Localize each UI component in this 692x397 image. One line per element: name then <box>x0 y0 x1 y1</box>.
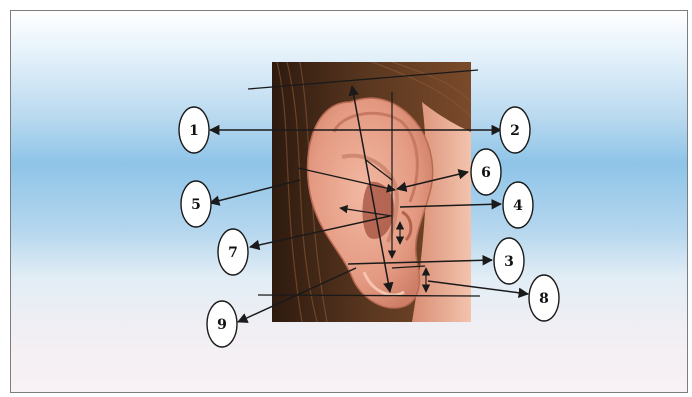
label-3-text: 3 <box>504 254 514 270</box>
label-4-text: 4 <box>513 198 523 214</box>
label-7-text: 7 <box>228 245 238 261</box>
arrow-3 <box>348 260 492 264</box>
label-8-text: 8 <box>539 291 549 307</box>
arrow-ear-length <box>352 86 390 292</box>
label-1-text: 1 <box>189 123 199 139</box>
arrow-5 <box>210 180 300 203</box>
label-4: 4 <box>503 182 533 228</box>
line-6-upper <box>366 160 392 180</box>
line-7-concha <box>340 208 392 216</box>
arrow-7 <box>250 216 390 247</box>
label-9-text: 9 <box>217 317 227 333</box>
arrow-6 <box>397 172 468 189</box>
label-5: 5 <box>181 181 211 227</box>
label-6-text: 6 <box>481 165 491 181</box>
arrow-4 <box>400 204 501 207</box>
label-5-text: 5 <box>191 197 201 213</box>
line-3-tragus <box>392 266 425 268</box>
top-reference-line <box>248 70 478 89</box>
label-3: 3 <box>494 238 524 284</box>
label-2: 2 <box>500 107 530 153</box>
label-7: 7 <box>218 229 248 275</box>
label-6: 6 <box>471 149 501 195</box>
label-9: 9 <box>207 301 237 347</box>
bottom-reference-line <box>258 295 480 296</box>
label-1: 1 <box>179 107 209 153</box>
label-2-text: 2 <box>510 123 520 139</box>
label-8: 8 <box>529 275 559 321</box>
